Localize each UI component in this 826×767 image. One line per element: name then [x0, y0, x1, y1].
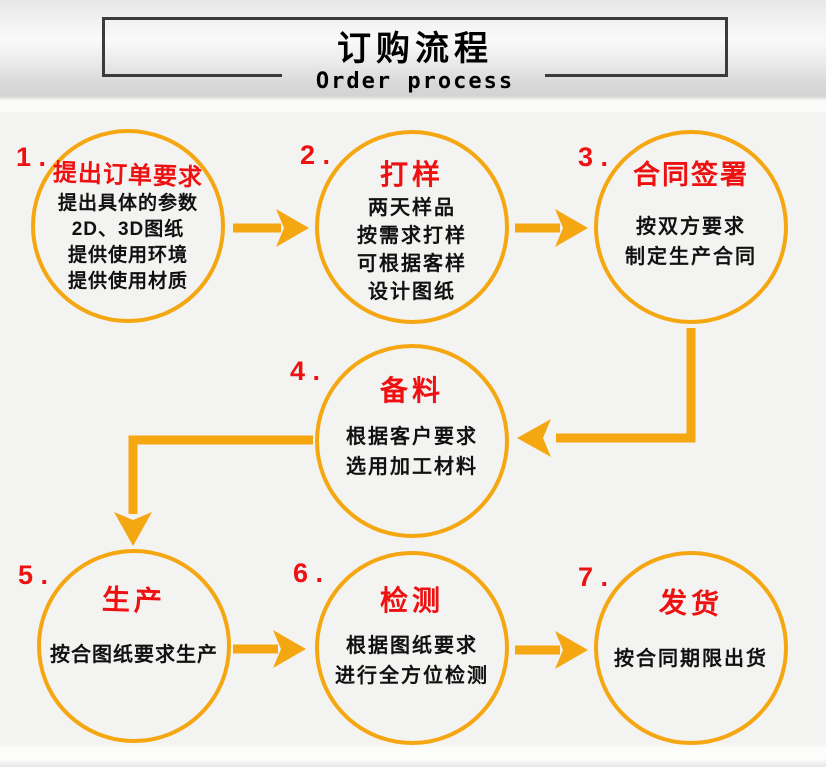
step-number-6: 6 . [293, 558, 324, 588]
step-detail-line: 进行全方位检测 [335, 665, 489, 687]
page-subtitle: Order process [315, 69, 515, 94]
page-title: 订购流程 [337, 30, 493, 68]
step-detail-line: 2D、3D图纸 [71, 219, 185, 240]
step-details: 按合图纸要求生产 [41, 640, 227, 670]
arrow-step1-to-step2-icon [233, 209, 309, 247]
step-detail-line: 选用加工材料 [346, 456, 478, 478]
step-number-3: 3 . [578, 142, 609, 172]
step-title: 打样 [379, 159, 444, 190]
step-title: 备料 [379, 375, 444, 406]
step-number-5: 5 . [18, 560, 49, 590]
step-detail-line: 根据客户要求 [346, 426, 478, 448]
step-details: 按合同期限出货 [598, 644, 784, 674]
step-detail-line: 按合同期限出货 [614, 648, 768, 670]
step-detail-line: 根据图纸要求 [346, 635, 478, 657]
step-details: 两天样品 按需求打样 可根据客样 设计图纸 [319, 194, 505, 306]
step-detail-line: 设计图纸 [368, 281, 456, 303]
step-number-4: 4 . [290, 356, 321, 386]
title-box-bottom-border-left [102, 74, 282, 77]
title-box-bottom-border-right [545, 74, 728, 77]
step-title: 生产 [101, 583, 167, 618]
step-detail-line: 按需求打样 [357, 225, 467, 247]
step-number-1: 1 . [16, 142, 47, 172]
step-detail-line: 按合图纸要求生产 [50, 644, 218, 666]
footer-gradient-band [0, 743, 826, 767]
arrow-step6-to-step7-icon [515, 631, 588, 669]
arrow-step4-to-step5-icon [114, 435, 313, 546]
step-title: 提出订单要求 [52, 159, 204, 192]
step-detail-line: 两天样品 [368, 197, 456, 219]
arrow-step3-to-step4-icon [517, 328, 696, 457]
step-details: 根据客户要求 选用加工材料 [319, 422, 505, 482]
arrow-step2-to-step3-icon [515, 209, 588, 247]
step-number-7: 7 . [578, 562, 609, 592]
step-detail-line: 提出具体的参数 [57, 193, 198, 214]
step-detail-line: 提供使用环境 [67, 245, 188, 266]
step-circle-material-preparation: 备料 根据客户要求 选用加工材料 [315, 344, 509, 538]
step-title: 发货 [658, 586, 724, 621]
step-circle-inspection: 检测 根据图纸要求 进行全方位检测 [315, 551, 509, 745]
step-details: 按双方要求 制定生产合同 [598, 212, 784, 272]
step-detail-line: 制定生产合同 [625, 246, 757, 268]
step-circle-production: 生产 按合图纸要求生产 [37, 549, 231, 743]
title-box: 订购流程 Order process [102, 17, 728, 94]
step-title: 合同签署 [633, 160, 749, 190]
step-details: 根据图纸要求 进行全方位检测 [319, 631, 505, 691]
step-circle-shipping: 发货 按合同期限出货 [594, 551, 788, 745]
step-detail-line: 提供使用材质 [67, 271, 188, 292]
step-detail-line: 按双方要求 [636, 216, 746, 238]
step-detail-line: 可根据客样 [357, 253, 467, 275]
step-details: 提出具体的参数 2D、3D图纸 提供使用环境 提供使用材质 [35, 191, 221, 295]
step-title: 检测 [379, 585, 444, 616]
step-number-2: 2 . [300, 140, 331, 170]
arrow-step5-to-step6-icon [233, 630, 306, 668]
step-circle-contract-signing: 合同签署 按双方要求 制定生产合同 [594, 130, 788, 324]
step-circle-sampling: 打样 两天样品 按需求打样 可根据客样 设计图纸 [315, 130, 509, 324]
step-circle-order-request: 提出订单要求 提出具体的参数 2D、3D图纸 提供使用环境 提供使用材质 [31, 129, 225, 323]
